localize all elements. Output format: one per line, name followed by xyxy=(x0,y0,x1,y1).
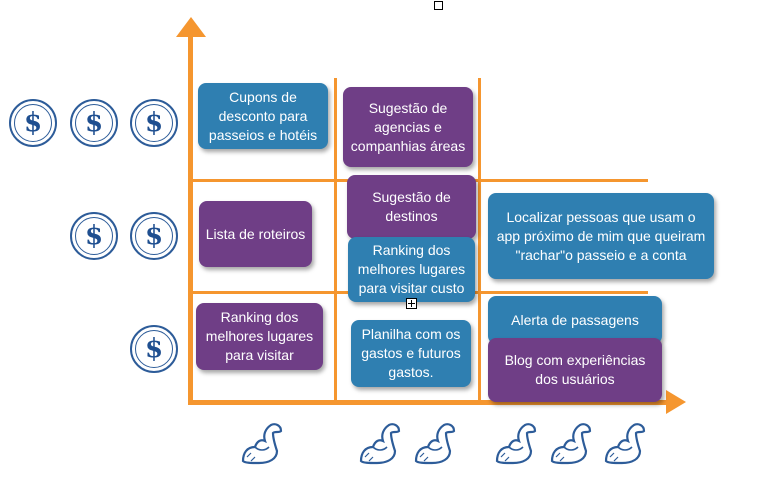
selection-handle[interactable] xyxy=(434,1,443,10)
dollar-coin-icon: $ xyxy=(70,99,118,147)
card-ranking-visitar[interactable]: Ranking dos melhores lugares para visita… xyxy=(196,303,323,370)
card-ranking-custo[interactable]: Ranking dos melhores lugares para visita… xyxy=(348,237,475,302)
card-lista-roteiros[interactable]: Lista de roteiros xyxy=(199,201,312,267)
card-sugestao-destinos[interactable]: Sugestão de destinos xyxy=(347,175,476,239)
card-planilha-gastos[interactable]: Planilha com os gastos e futuros gastos. xyxy=(351,320,471,387)
dollar-coin-icon: $ xyxy=(130,212,178,260)
dollar-coin-icon: $ xyxy=(130,99,178,147)
flexed-arm-icon xyxy=(550,423,592,465)
y-axis xyxy=(188,30,193,405)
card-blog-experiencias[interactable]: Blog com experiências dos usuários xyxy=(488,338,662,402)
y-axis-arrow xyxy=(176,17,206,37)
x-axis-arrow xyxy=(666,390,686,414)
grid-line-vertical-2 xyxy=(478,78,481,403)
x-axis xyxy=(188,400,668,405)
flexed-arm-icon xyxy=(604,423,646,465)
card-alerta-passagens[interactable]: Alerta de passagens xyxy=(488,296,662,344)
flexed-arm-icon xyxy=(414,423,456,465)
card-sugestao-agencias[interactable]: Sugestão de agencias e companhias áreas xyxy=(343,87,473,167)
flexed-arm-icon xyxy=(359,423,401,465)
flexed-arm-icon xyxy=(241,423,283,465)
flexed-arm-icon xyxy=(495,423,537,465)
card-cupons-desconto[interactable]: Cupons de desconto para passeios e hotéi… xyxy=(198,83,328,149)
grid-line-vertical-1 xyxy=(334,78,337,403)
dollar-coin-icon: $ xyxy=(9,99,57,147)
dollar-coin-icon: $ xyxy=(70,212,118,260)
card-localizar-pessoas[interactable]: Localizar pessoas que usam o app próximo… xyxy=(488,193,714,279)
move-handle-icon[interactable] xyxy=(406,298,417,309)
dollar-coin-icon: $ xyxy=(130,325,178,373)
